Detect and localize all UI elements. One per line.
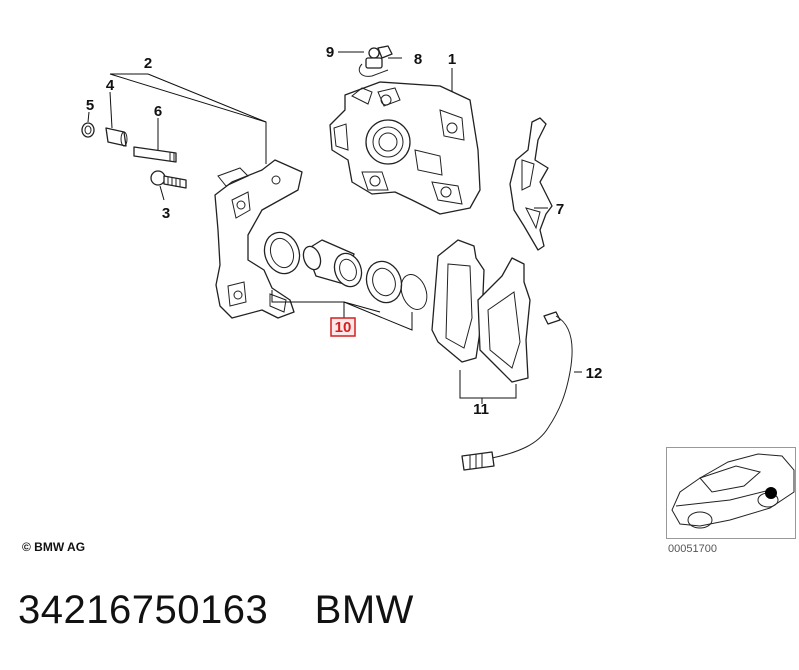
copyright-text: © BMW AG bbox=[22, 540, 86, 554]
leader-lines bbox=[87, 51, 582, 404]
diagram-code: 00051700 bbox=[668, 543, 717, 555]
callout-10-highlight-box bbox=[330, 317, 356, 337]
brake-pad-outer bbox=[477, 257, 531, 383]
callout-12: 12 bbox=[586, 365, 603, 382]
callout-5: 5 bbox=[86, 97, 94, 114]
footer-caption: 34216750163 BMW bbox=[18, 588, 414, 633]
bleed-screw-and-cap bbox=[358, 45, 393, 77]
callout-7: 7 bbox=[556, 201, 564, 218]
guide-bolt-3 bbox=[150, 170, 187, 189]
locator-dot bbox=[765, 487, 777, 499]
brake-pad-inner bbox=[431, 239, 485, 363]
piston-seal bbox=[365, 260, 403, 304]
brand-name: BMW bbox=[314, 588, 414, 632]
piston bbox=[302, 239, 363, 288]
callout-10: 10 bbox=[335, 319, 352, 336]
anti-rattle-spring bbox=[509, 117, 553, 251]
callout-1: 1 bbox=[448, 51, 456, 68]
callout-3: 3 bbox=[162, 205, 170, 222]
callout-4: 4 bbox=[106, 77, 115, 94]
callout-11: 11 bbox=[473, 401, 489, 418]
vehicle-locator-inset bbox=[671, 453, 795, 529]
callout-8: 8 bbox=[414, 51, 422, 68]
caliper-housing bbox=[329, 81, 481, 215]
retaining-ring bbox=[400, 274, 428, 310]
callout-6: 6 bbox=[154, 103, 162, 120]
callout-9: 9 bbox=[326, 44, 334, 61]
brake-wear-sensor bbox=[461, 311, 573, 471]
dust-cap-5 bbox=[81, 122, 95, 138]
guide-pin-6 bbox=[133, 146, 177, 163]
callout-2: 2 bbox=[144, 55, 152, 72]
guide-sleeve-4 bbox=[105, 127, 128, 147]
caliper-carrier bbox=[214, 159, 303, 319]
callout-labels: 1 2 3 4 5 6 7 8 9 10 11 12 bbox=[86, 44, 603, 418]
dust-boot bbox=[263, 231, 301, 275]
part-number: 34216750163 bbox=[18, 588, 269, 632]
inset-frame bbox=[666, 447, 796, 539]
